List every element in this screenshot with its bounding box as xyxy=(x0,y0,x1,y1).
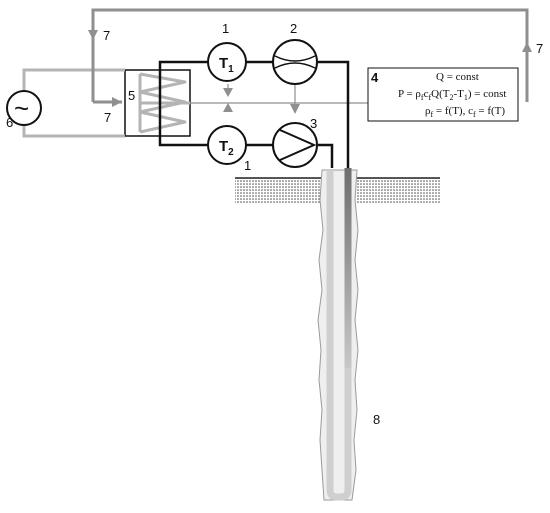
pipe-pump-return xyxy=(318,143,334,168)
u-tube-inlet xyxy=(344,168,352,368)
arrow-t1-down xyxy=(223,88,233,97)
fluid-piping xyxy=(158,60,350,168)
label-pump: 3 xyxy=(310,116,317,131)
flowmeter-venturi xyxy=(274,55,316,69)
flowmeter xyxy=(272,39,318,85)
label-sensor-top: 1 xyxy=(222,21,229,36)
pipe-top-left xyxy=(158,60,208,136)
label-controller: 4 xyxy=(371,70,379,85)
pipe-bottom-left xyxy=(158,136,208,147)
signal-arrows xyxy=(88,30,532,114)
signal-wires xyxy=(91,8,529,110)
arrow-left-down xyxy=(88,30,98,40)
sensor-t1: T1 xyxy=(207,42,247,82)
label-sensor-bottom: 1 xyxy=(244,158,251,173)
ground-hatch-left xyxy=(235,178,330,204)
pump-chevron xyxy=(279,129,317,161)
ground-hatch-right xyxy=(357,178,440,204)
power-wire-top xyxy=(22,68,125,100)
sensor-t2-symbol: T2 xyxy=(219,138,234,158)
label-signal-left-top: 7 xyxy=(103,28,110,43)
pump xyxy=(272,122,318,168)
ground-surface xyxy=(235,177,440,204)
label-flowmeter: 2 xyxy=(290,21,297,36)
arrow-t2-up xyxy=(223,103,233,112)
sensor-t2-circle xyxy=(207,125,247,165)
label-heater: 5 xyxy=(128,88,135,103)
controller: Q = const P = ρfcfQ(T2-T1) = const ρf = … xyxy=(367,67,519,122)
u-tube-down-leg xyxy=(326,170,352,501)
sensor-t2: T2 xyxy=(207,125,247,165)
label-power-source: 6 xyxy=(6,115,13,130)
power-source-circle xyxy=(6,90,42,126)
label-signal-right: 7 xyxy=(536,41,543,56)
borehole xyxy=(317,168,359,501)
label-signal-left-mid: 7 xyxy=(104,110,111,125)
callout-labels: 1 2 3 1 4 5 6 7 7 7 8 xyxy=(6,21,543,427)
pump-circle xyxy=(272,122,318,168)
flowmeter-circle xyxy=(272,39,318,85)
controller-box xyxy=(367,67,519,122)
label-borehole: 8 xyxy=(373,412,380,427)
pipe-top-return xyxy=(318,60,350,168)
sensor-t1-circle xyxy=(207,42,247,82)
eq-fluid-props: ρf = f(T), cf = f(T) xyxy=(425,105,505,119)
sensor-t1-symbol: T1 xyxy=(219,55,234,75)
borehole-wall xyxy=(317,169,359,501)
ac-symbol: ~ xyxy=(14,93,29,123)
arrow-flow-down xyxy=(290,104,300,114)
arrow-to-heater xyxy=(112,97,122,107)
signal-loop xyxy=(91,8,529,102)
eq-flow-const: Q = const xyxy=(436,71,479,83)
arrow-right-up xyxy=(522,42,532,52)
power-source: ~ xyxy=(6,90,42,126)
eq-power-const: P = ρfcfQ(T2-T1) = const xyxy=(398,88,506,102)
